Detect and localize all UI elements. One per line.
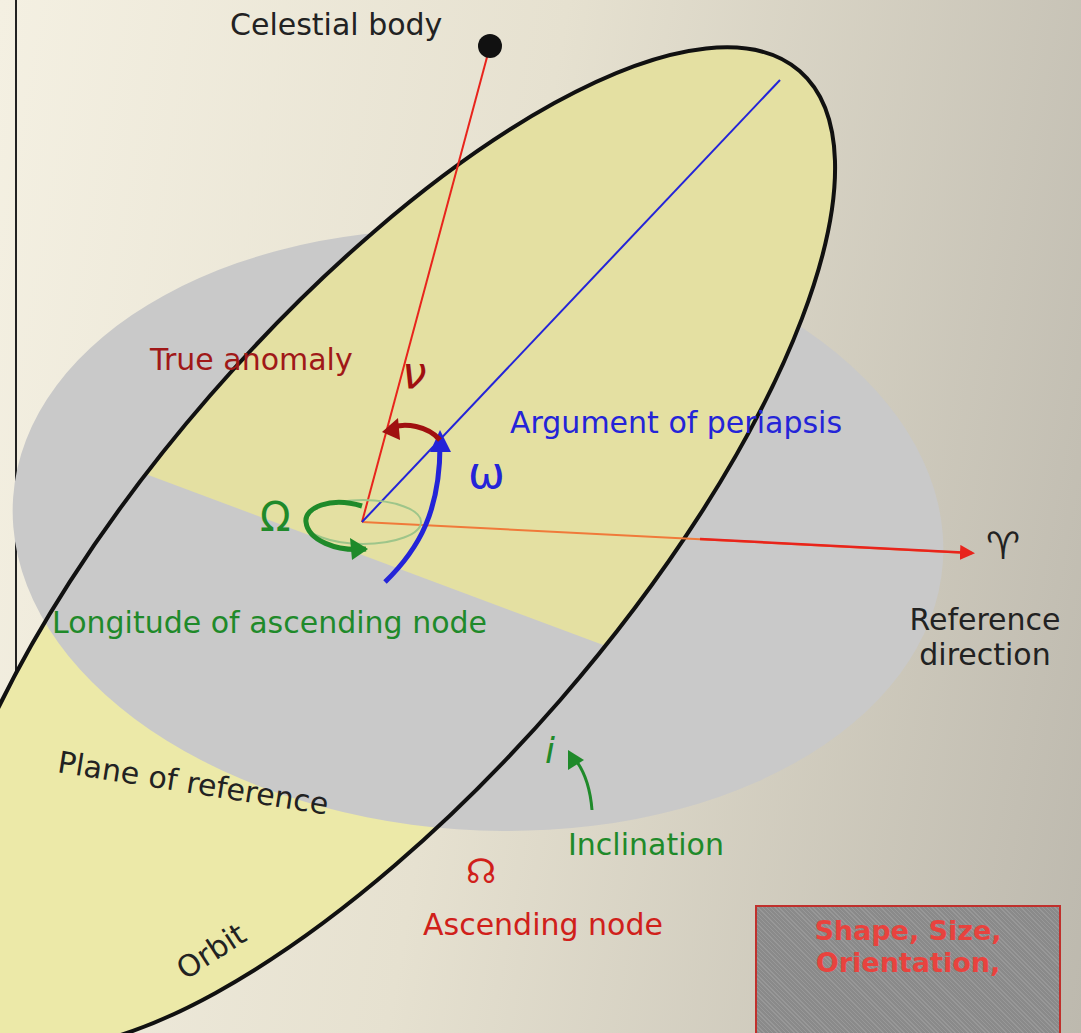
angle-symbol: ν (402, 348, 427, 399)
angle-label: Longitude of ascending node (52, 606, 487, 641)
angle-label: Argument of periapsis (510, 406, 842, 441)
body-label: Celestial body (230, 8, 442, 43)
note-box: Shape, Size, Orientation, (755, 905, 1061, 1033)
node-symbol: ☊ (466, 852, 496, 891)
angle-symbol: ω (468, 448, 505, 499)
reference-symbol: ♈ (986, 525, 1020, 569)
direction-label: Reference direction (895, 603, 1075, 672)
angle-label: Inclination (568, 828, 724, 863)
angle-symbol: i (545, 730, 555, 771)
node-label: Ascending node (423, 908, 663, 943)
note-text: Shape, Size, Orientation, (767, 915, 1049, 980)
angle-symbol: Ω (260, 494, 291, 540)
angle-label: True anomaly (150, 343, 353, 378)
